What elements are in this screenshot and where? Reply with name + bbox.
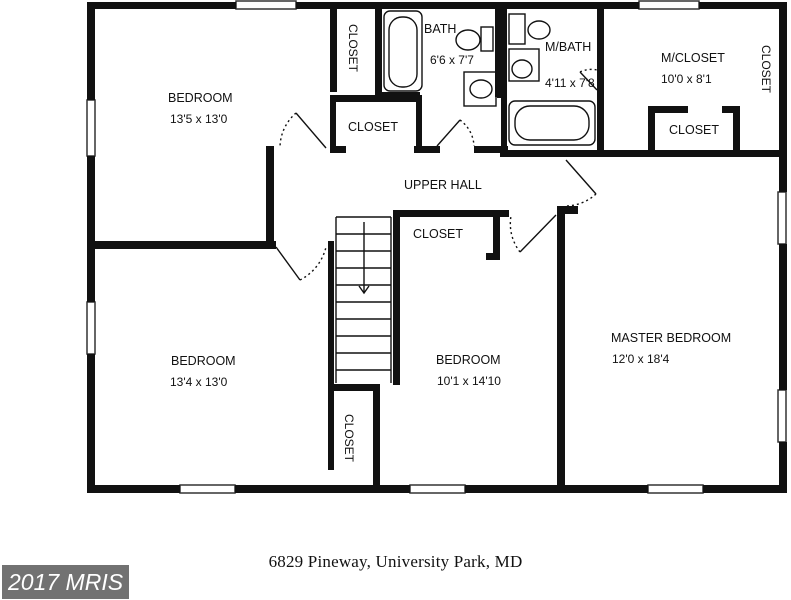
master-bedroom-dims: 12'0 x 18'4 <box>612 352 670 366</box>
doors <box>275 68 598 281</box>
toilet-bath <box>455 29 481 51</box>
mcloset-dims: 10'0 x 8'1 <box>661 72 712 86</box>
walls <box>87 2 787 493</box>
fixtures <box>383 10 596 146</box>
floor-plan: BEDROOM 13'5 x 13'0 BEDROOM 13'4 x 13'0 … <box>86 0 787 494</box>
bedroom-center-label: BEDROOM <box>436 353 501 367</box>
bedroom-nw-label: BEDROOM <box>168 91 233 105</box>
closet-master-label: CLOSET <box>759 45 773 94</box>
closet-hall-label: CLOSET <box>348 120 398 134</box>
mcloset-label: M/CLOSET <box>661 51 725 65</box>
bathtub-mbath <box>508 100 596 146</box>
address-caption: 6829 Pineway, University Park, MD <box>268 552 523 571</box>
window-left-1 <box>86 99 96 157</box>
bath-dims: 6'6 x 7'7 <box>430 53 474 67</box>
sink-mbath <box>508 13 526 45</box>
master-bedroom-label: MASTER BEDROOM <box>611 331 731 345</box>
window-right-2 <box>777 389 787 443</box>
bedroom-sw-dims: 13'4 x 13'0 <box>170 375 228 389</box>
window-bottom-3 <box>647 484 704 494</box>
window-top-1 <box>235 0 297 10</box>
mbath-dims: 4'11 x 7'8 <box>545 76 595 90</box>
room-labels: BEDROOM 13'5 x 13'0 BEDROOM 13'4 x 13'0 … <box>168 22 773 463</box>
closet-mcloset-label: CLOSET <box>669 123 719 137</box>
mbath-label: M/BATH <box>545 40 591 54</box>
stairs <box>335 216 392 383</box>
window-bottom-2 <box>409 484 466 494</box>
copyright-watermark: 2017 MRIS <box>2 565 130 599</box>
bedroom-sw-label: BEDROOM <box>171 354 236 368</box>
window-right-1 <box>777 191 787 245</box>
sink-bath <box>463 71 497 107</box>
bathtub-bath <box>383 10 423 92</box>
bath-label: BATH <box>424 22 456 36</box>
toilet-mbath <box>527 20 551 40</box>
closet-nw-label: CLOSET <box>346 24 360 73</box>
window-bottom-1 <box>179 484 236 494</box>
bedroom-center-dims: 10'1 x 14'10 <box>437 374 501 388</box>
closet-sw-label: CLOSET <box>342 414 356 463</box>
window-left-2 <box>86 301 96 355</box>
window-top-2 <box>638 0 700 10</box>
closet-center-label: CLOSET <box>413 227 463 241</box>
upper-hall-label: UPPER HALL <box>404 178 482 192</box>
bedroom-nw-dims: 13'5 x 13'0 <box>170 112 228 126</box>
